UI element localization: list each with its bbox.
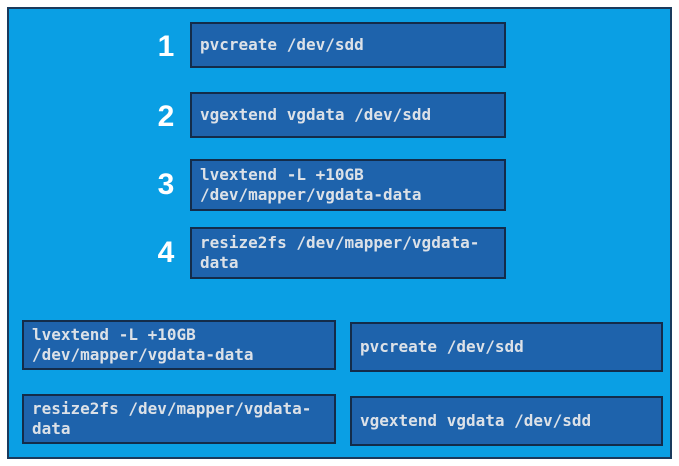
option-box-vgextend[interactable]: vgextend vgdata /dev/sdd — [350, 396, 663, 446]
option-box-lvextend[interactable]: lvextend -L +10GB /dev/mapper/vgdata-dat… — [22, 320, 336, 370]
slot-number-2: 2 — [157, 100, 175, 133]
slot-number-3: 3 — [157, 168, 175, 201]
slot-3-command: lvextend -L +10GB /dev/mapper/vgdata-dat… — [200, 165, 422, 204]
sequence-slot-2[interactable]: vgextend vgdata /dev/sdd — [190, 92, 506, 138]
option-command: resize2fs /dev/mapper/vgdata-data — [32, 399, 312, 438]
sequence-slot-1[interactable]: pvcreate /dev/sdd — [190, 22, 506, 68]
option-box-resize2fs[interactable]: resize2fs /dev/mapper/vgdata-data — [22, 394, 336, 444]
slot-2-command: vgextend vgdata /dev/sdd — [200, 105, 432, 124]
sequence-slot-3[interactable]: lvextend -L +10GB /dev/mapper/vgdata-dat… — [190, 159, 506, 211]
option-command: lvextend -L +10GB /dev/mapper/vgdata-dat… — [32, 325, 254, 364]
slot-1-command: pvcreate /dev/sdd — [200, 35, 364, 54]
slot-number-4: 4 — [157, 236, 175, 269]
slot-4-command: resize2fs /dev/mapper/vgdata-data — [200, 233, 480, 272]
option-command: vgextend vgdata /dev/sdd — [360, 411, 592, 430]
slot-number-1: 1 — [157, 30, 175, 63]
sequence-slot-4[interactable]: resize2fs /dev/mapper/vgdata-data — [190, 227, 506, 279]
option-command: pvcreate /dev/sdd — [360, 337, 524, 356]
option-box-pvcreate[interactable]: pvcreate /dev/sdd — [350, 322, 663, 372]
